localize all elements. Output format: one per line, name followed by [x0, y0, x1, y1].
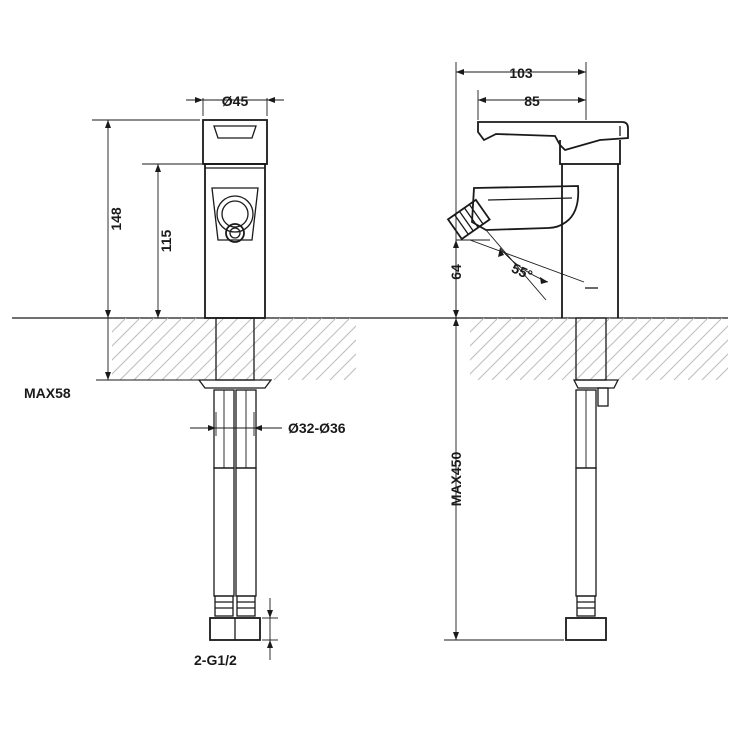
- hatch-line: [470, 318, 513, 361]
- front-view: [197, 119, 273, 641]
- hatch-line: [301, 325, 356, 380]
- front-hose-left-fitting: [214, 595, 234, 617]
- hatch-line: [112, 318, 155, 361]
- side-body: [561, 164, 619, 318]
- hatch-line: [659, 318, 723, 380]
- side-hose-fitting: [576, 595, 596, 617]
- side-mounting-plate: [572, 379, 620, 389]
- hatch-line: [589, 318, 653, 380]
- hatch-line: [259, 318, 323, 380]
- hatch-line: [603, 318, 667, 380]
- hatch-line: [575, 318, 639, 380]
- hatch-line: [133, 318, 197, 380]
- side-lever: [477, 121, 629, 152]
- side-nozzle: [446, 198, 491, 241]
- hatch-line: [477, 318, 541, 380]
- front-nozzle-ring-inner: [221, 200, 249, 228]
- hatch-line: [217, 318, 281, 380]
- hatch-line: [112, 318, 127, 333]
- front-mounting-plate: [197, 379, 273, 389]
- side-spout: [471, 185, 580, 231]
- hatch-line: [245, 318, 309, 380]
- front-hose-right-lower: [235, 467, 257, 597]
- hatch-line: [112, 318, 141, 347]
- side-spout-edge: [487, 197, 573, 201]
- hatch-line: [175, 318, 239, 380]
- dim-label-hole: Ø32-Ø36: [288, 420, 346, 436]
- hatch-line: [147, 318, 211, 380]
- side-view: [446, 121, 629, 641]
- hatch-line: [161, 318, 225, 380]
- hatch-line: [470, 318, 527, 375]
- front-hose-left-lower: [213, 467, 235, 597]
- front-nozzle-outlet-core: [229, 227, 241, 239]
- front-nozzle-ring: [216, 195, 254, 233]
- dim-label-spout-depth: 85: [524, 93, 540, 109]
- hatch-line: [491, 318, 555, 380]
- hatch-line: [673, 325, 728, 380]
- countertop-hatch-right: [470, 318, 728, 380]
- hatch-line: [315, 339, 356, 380]
- hatch-line: [470, 318, 499, 347]
- hatch-line: [715, 367, 728, 380]
- hatch-line: [617, 318, 681, 380]
- hatch-line: [273, 318, 337, 380]
- side-shank: [575, 317, 607, 381]
- front-lever-grip: [213, 125, 257, 139]
- hatch-line: [470, 318, 485, 333]
- countertop-section: [12, 317, 728, 380]
- hatch-line: [519, 318, 583, 380]
- dim-angle-leg: [485, 229, 547, 301]
- hatch-line: [470, 318, 471, 319]
- side-mounting-stud: [597, 387, 609, 407]
- dim-label-total-depth: 103: [509, 65, 533, 81]
- side-hose-lower: [575, 467, 597, 597]
- dim-label-spout-angle: 55°: [509, 260, 535, 283]
- dim-label-mount-thickness: MAX58: [24, 385, 71, 401]
- dim-label-spout-height: 115: [158, 229, 174, 252]
- hatch-line: [701, 353, 728, 380]
- hatch-line: [505, 318, 569, 380]
- countertop-hatch-left: [112, 318, 356, 380]
- hatch-line: [343, 367, 356, 380]
- hatch-line: [189, 318, 253, 380]
- hatch-line: [533, 318, 597, 380]
- front-dimensions: Ø45 148 115 MAX58 Ø32-Ø36 2-G1/2: [24, 93, 346, 668]
- side-inlet-nut: [565, 617, 607, 641]
- hatch-line: [119, 318, 183, 380]
- front-hose-right-fitting: [236, 595, 256, 617]
- hatch-line: [631, 318, 695, 380]
- side-dimensions: 103 85 64 55° MAX450: [444, 62, 587, 641]
- dim-label-total-height: 148: [108, 207, 124, 231]
- hatch-line: [561, 318, 625, 380]
- hatch-line: [231, 318, 295, 380]
- hatch-line: [112, 318, 113, 319]
- hatch-line: [287, 318, 351, 380]
- dim-label-spout-height-side: 64: [448, 264, 464, 280]
- hatch-line: [329, 353, 356, 380]
- front-body: [204, 163, 266, 319]
- dim-label-hose-length: MAX450: [448, 452, 464, 507]
- dim-angle-ref: [469, 239, 585, 283]
- front-nozzle-outlet: [225, 223, 245, 243]
- hatch-line: [203, 318, 267, 380]
- dim-label-inlet: 2-G1/2: [194, 652, 237, 668]
- hatch-line: [645, 318, 709, 380]
- hatch-line: [547, 318, 611, 380]
- front-spout-housing: [211, 187, 259, 241]
- hatch-line: [687, 339, 728, 380]
- hatch-line: [112, 318, 169, 375]
- dim-label-width: Ø45: [222, 93, 249, 109]
